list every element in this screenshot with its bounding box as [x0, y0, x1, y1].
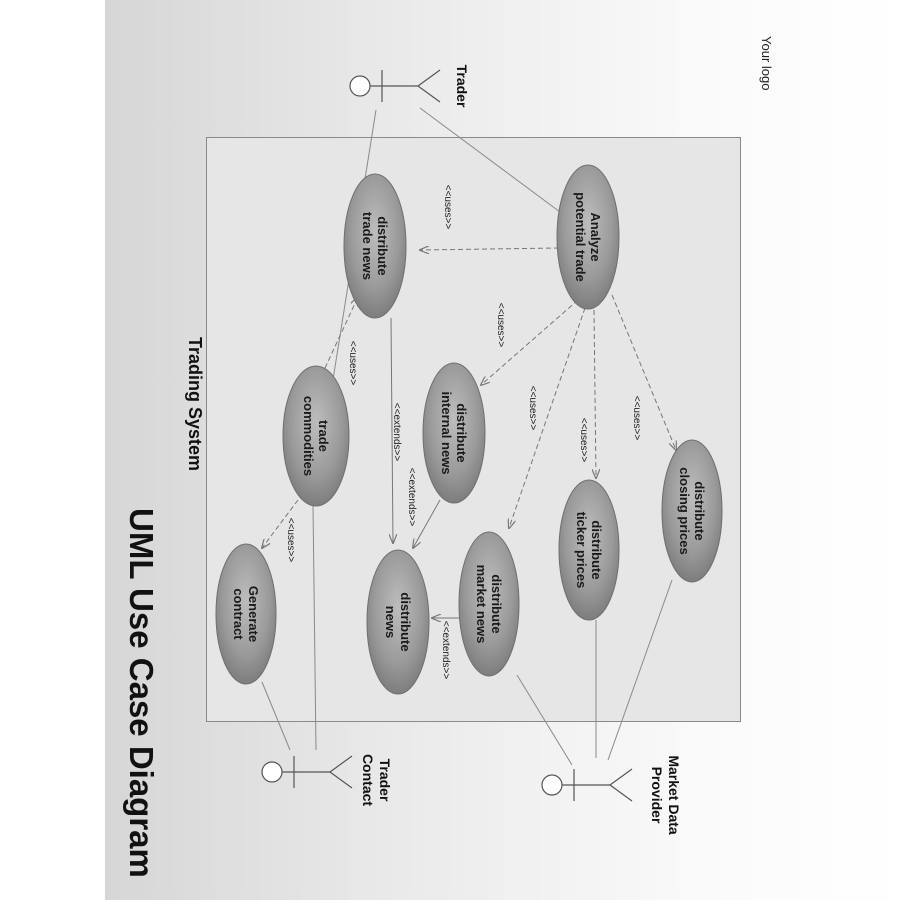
- use-cases: [215, 164, 723, 695]
- use-case-trade-commodities[interactable]: [282, 365, 350, 507]
- uses-analyze-internal-news: [481, 299, 579, 385]
- uses-analyze-ticker-prices: [594, 309, 596, 478]
- actor-trader-icon[interactable]: [349, 69, 441, 103]
- uc-text-line: trade: [316, 420, 331, 452]
- use-case-analyze-potential-trade[interactable]: [556, 164, 620, 310]
- uc-text-line: distribute: [489, 574, 504, 634]
- actor-provider-line-1: Market Data: [666, 755, 682, 835]
- extends-trade-news-news: [391, 317, 393, 543]
- actor-trader-contact-icon[interactable]: [261, 755, 353, 789]
- association-provider-closing-prices: [607, 579, 673, 761]
- association-trader-analyze: [419, 107, 561, 213]
- use-case-distribute-news[interactable]: [366, 549, 430, 695]
- use-case-distribute-market-news[interactable]: [458, 531, 520, 677]
- uc-text-line: closing prices: [677, 467, 692, 555]
- uc-text-line: internal news: [439, 391, 454, 475]
- use-case-distribute-trade-news[interactable]: [343, 173, 407, 319]
- use-case-generate-contract[interactable]: [215, 543, 277, 685]
- association-contact-generate-contract: [261, 681, 291, 751]
- logo-text: Your logo: [759, 36, 774, 91]
- association-provider-market-news: [516, 674, 573, 766]
- association-contact-trade-commodities: [312, 504, 317, 751]
- actor-provider-line-2: Provider: [649, 766, 665, 824]
- uc-text-line: trade news: [360, 212, 375, 280]
- uses-analyze-market-news: [509, 307, 586, 528]
- uc-text-line: Generate: [246, 585, 261, 643]
- uses-commodities-contract: [262, 499, 299, 548]
- actor-trader-contact-line-1: Trader: [377, 758, 393, 802]
- use-case-distribute-closing-prices[interactable]: [661, 439, 723, 583]
- system-title: Trading System: [185, 337, 205, 472]
- uc-text-line: ticker prices: [574, 511, 589, 589]
- use-case-distribute-ticker-prices[interactable]: [558, 479, 620, 621]
- uc-text-line: distribute: [692, 481, 707, 541]
- uc-text-line: market news: [474, 564, 489, 644]
- actor-trader-contact-line-2: Contact: [360, 753, 376, 807]
- uc-text-line: contract: [231, 588, 246, 640]
- actor-trader-line-1: Trader: [454, 64, 471, 108]
- dependencies: [262, 248, 676, 618]
- use-case-distribute-internal-news[interactable]: [422, 362, 486, 504]
- uc-text-line: distribute: [454, 403, 469, 463]
- uc-text-line: distribute: [375, 216, 390, 276]
- uc-text-line: Analyze: [588, 212, 603, 262]
- extends-internal-news-news: [413, 499, 441, 548]
- page-title: UML Use Case Diagram: [123, 508, 160, 878]
- associations: [261, 107, 673, 766]
- uses-commodities-trade-news: [324, 297, 358, 369]
- uc-text-line: commodities: [301, 395, 316, 477]
- uses-analyze-closing-prices: [611, 294, 676, 450]
- uc-text-line: news: [383, 605, 398, 639]
- uc-text-line: distribute: [398, 592, 413, 652]
- uses-analyze-trade-news: [420, 248, 560, 250]
- actor-market-data-provider-icon[interactable]: [541, 768, 633, 802]
- uc-text-line: distribute: [589, 520, 604, 580]
- uc-text-line: potential trade: [573, 192, 588, 282]
